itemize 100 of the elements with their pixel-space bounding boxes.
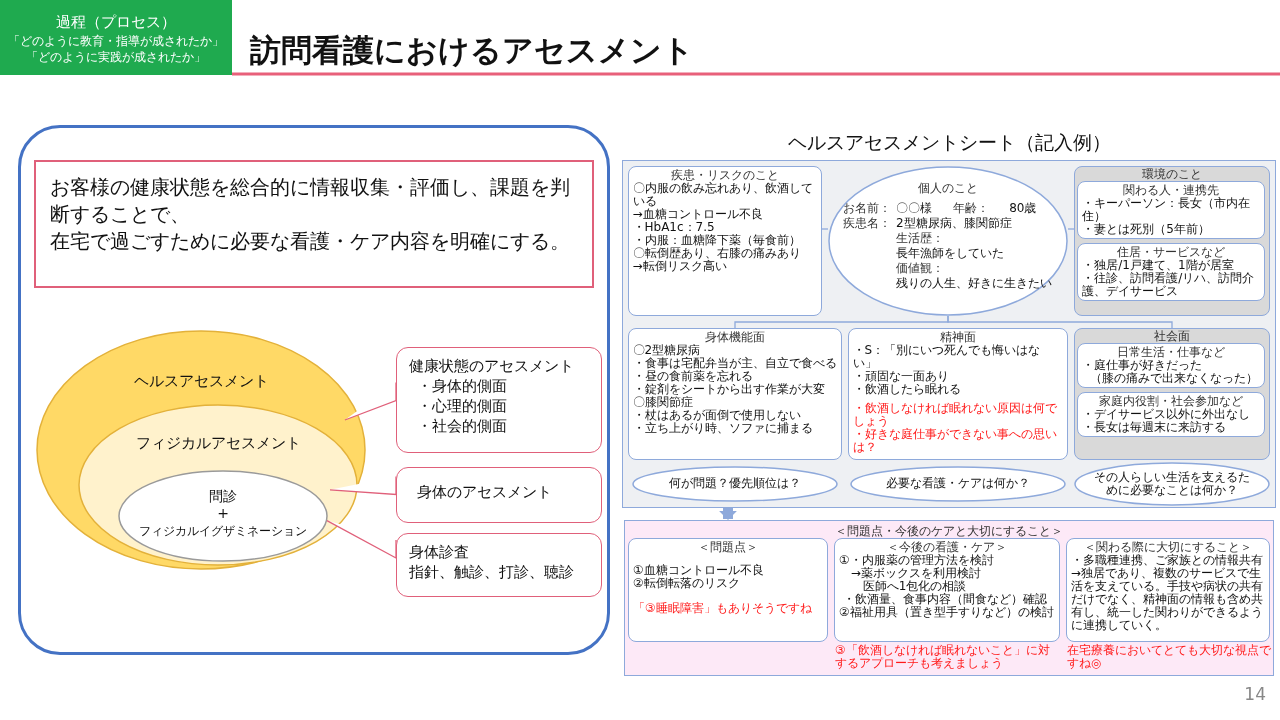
box-heading: ＜今後の看護・ケア＞	[885, 540, 1008, 554]
list-item: ・キーパーソン：長女（市内在住）	[1082, 197, 1252, 224]
callout-tail	[344, 381, 397, 421]
field-value: 長年漁師をしていた	[896, 245, 1005, 261]
list-item: ・長女は毎週末に来訪する	[1082, 421, 1227, 435]
field-label: 価値観：	[896, 260, 945, 276]
question-ellipse	[1073, 461, 1270, 506]
connector-line	[821, 228, 829, 230]
callout-box	[396, 347, 602, 453]
list-item: →血糖コントロール不良	[632, 207, 764, 221]
list-item: ・HbA1c：7.5	[632, 220, 716, 234]
subheading-line: 「どのように教育・指導が成されたか」	[8, 32, 224, 49]
list-item: 医師へ1包化の相談	[862, 579, 967, 593]
connector-line	[1067, 228, 1075, 230]
assessment-ellipse	[36, 330, 366, 570]
info-box	[1077, 181, 1266, 240]
list-item: ・昼の食前薬を忘れる	[632, 369, 753, 383]
note-text: 在宅療養においてとても大切な視点ですね◎	[1066, 643, 1271, 670]
box-heading: ＜問題点＞	[696, 540, 759, 554]
list-item: 〇転倒歴あり、右膝の痛みあり	[632, 246, 802, 260]
list-item: ②福祉用具（置き型手すりなど）の検討	[838, 605, 1055, 619]
callout-heading: 身体のアセスメント	[416, 482, 553, 502]
subheading-line: 「どのように実践が成されたか」	[26, 48, 206, 65]
list-item: →転倒リスク高い	[632, 259, 727, 273]
list-item: ・社会的側面	[416, 416, 508, 436]
sheet-title: ヘルスアセスメントシート（記入例）	[786, 130, 1112, 155]
question-text: その人らしい生活を支えるために必要なことは何か？	[1092, 470, 1251, 497]
list-item: 〇2型糖尿病	[632, 343, 702, 357]
list-item: ・多職種連携、ご家族との情報共有	[1070, 553, 1264, 567]
list-item: 〇内服の飲み忘れあり、飲酒している	[632, 181, 814, 208]
box-heading: 疾患・リスクのこと	[669, 168, 780, 182]
info-box	[1077, 392, 1266, 438]
page-title: 訪問看護におけるアセスメント	[250, 31, 694, 70]
box-heading: 環境のこと	[1140, 166, 1203, 181]
box-heading: 日常生活・仕事など	[1117, 346, 1227, 360]
page-number: 14	[1243, 684, 1266, 704]
ellipse-label: フィジカルアセスメント	[134, 433, 302, 453]
list-item: ・往診、訪問看護/リハ、訪問介護、デイサービス	[1082, 272, 1256, 299]
list-item: ・杖はあるが面倒で使用しない	[632, 408, 802, 422]
assessment-ellipse	[78, 404, 358, 566]
callout-heading: 健康状態のアセスメント	[409, 356, 575, 376]
info-box	[1077, 243, 1266, 302]
statement-text: 在宅で過ごすために必要な看護・ケア内容を明確にする。	[50, 228, 571, 255]
list-item: （膝の痛みで出来なくなった）	[1089, 372, 1260, 386]
list-item: ・飲酒量、食事内容（間食など）確認	[841, 592, 1047, 606]
list-item: ・飲酒したら眠れる	[852, 382, 962, 396]
connector-line	[947, 315, 1173, 329]
list-item: ・独居/1戸建て、1階が居室	[1082, 259, 1234, 273]
list-item: ・庭仕事が好きだった	[1082, 359, 1203, 373]
box-heading: ＜問題点・今後のケアと大切にすること＞	[834, 523, 1064, 538]
ellipse-label: 問診	[208, 487, 238, 505]
box-heading: 身体機能面	[703, 330, 766, 344]
info-box	[627, 537, 828, 642]
list-item: ・S：「別にいつ死んでも悔いはない」	[852, 343, 1042, 370]
list-item: ①血糖コントロール不良	[632, 563, 765, 577]
info-box	[1077, 343, 1266, 389]
list-item: ②転倒転落のリスク	[632, 576, 740, 590]
list-item: 「③睡眠障害」もありそうですね	[632, 601, 813, 615]
question-text: 必要な看護・ケアは何か？	[884, 477, 1031, 490]
list-item: 指針、触診、打診、聴診	[409, 562, 575, 582]
list-item: ・飲酒しなければ眠れない原因は何でしょう	[852, 401, 1058, 428]
panel-frame	[18, 125, 610, 655]
list-item: ・心理的側面	[416, 396, 508, 416]
ellipse-label: ヘルスアセスメント	[132, 371, 270, 391]
box-heading: ＜関わる際に大切にすること＞	[1082, 540, 1253, 554]
callout-heading: 身体診査	[409, 542, 470, 562]
list-item: →薬ボックスを利用検討	[849, 566, 981, 580]
callout-box	[396, 533, 602, 597]
question-text: 何が問題？優先順位は？	[667, 477, 802, 490]
list-item: ・デイサービス以外に外出なし	[1082, 408, 1252, 422]
ellipse-label: フィジカルイグザミネーション	[138, 523, 308, 540]
list-item: ・妻とは死別（5年前）	[1082, 223, 1211, 237]
info-box	[847, 327, 1068, 460]
field-value: 2型糖尿病、膝関節症	[896, 215, 1013, 231]
list-item: ・身体的側面	[416, 376, 508, 396]
list-item: →独居であり、複数のサービスで生活を支えている。手技や病状の共有だけでなく、精神面の情報も含め共有し、統一した関わりができるように連携していく。	[1070, 566, 1264, 632]
field-label: お名前：	[843, 200, 891, 216]
callout-box	[396, 467, 602, 523]
list-item: ・内服：血糖降下薬（毎食前）	[632, 233, 802, 247]
list-item: ・頑固な一面あり	[852, 369, 950, 383]
box-heading: 社会面	[1152, 328, 1191, 343]
profile-ellipse	[827, 165, 1068, 316]
statement-box	[34, 160, 594, 288]
list-item: ・立ち上がり時、ソファに捕まる	[632, 421, 814, 435]
note-text: ③「飲酒しなければ眠れないこと」に対するアプローチも考えましょう	[834, 643, 1051, 670]
field-label: 生活歴：	[896, 230, 945, 246]
field-value: 残りの人生、好きに生きたい	[896, 275, 1052, 291]
list-item: ・錠剤をシートから出す作業が大変	[632, 382, 826, 396]
info-box	[627, 327, 842, 460]
info-box	[627, 165, 822, 316]
question-ellipse	[849, 465, 1066, 502]
callout-tail	[329, 475, 397, 496]
summary-box	[624, 520, 1274, 676]
list-item: ・好きな庭仕事ができない事への思いは？	[852, 427, 1058, 454]
statement-text: お客様の健康状態を総合的に情報収集・評価し、課題を判断することで、	[50, 174, 571, 228]
box-heading: 精神面	[938, 330, 977, 344]
category-box	[1073, 327, 1270, 460]
list-item: ・食事は宅配弁当が主、自立で食べる	[632, 356, 837, 370]
list-item: ①・内服薬の管理方法を検討	[838, 553, 995, 567]
list-item: 〇膝関節症	[632, 395, 694, 409]
